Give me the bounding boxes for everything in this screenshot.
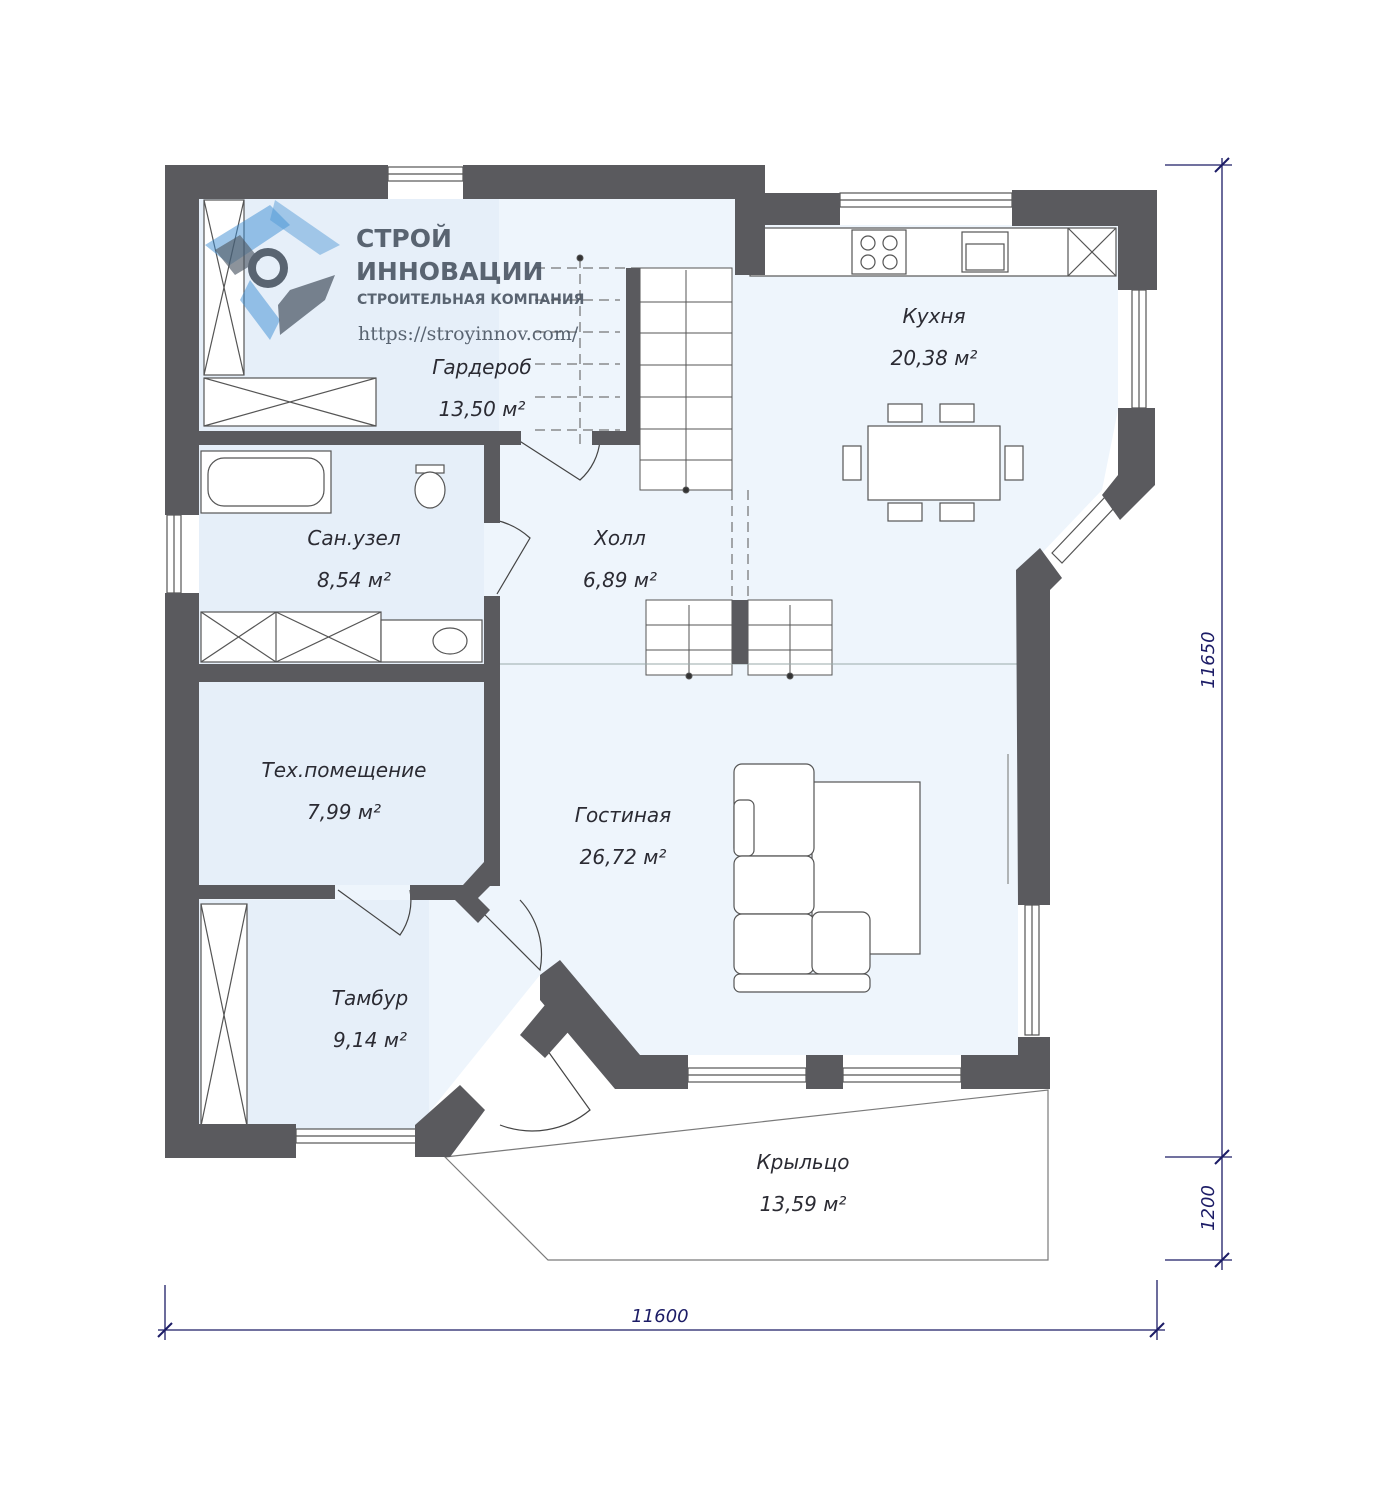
bathroom-area: 8,54 м² <box>317 568 391 592</box>
hob <box>851 229 907 275</box>
hall-area: 6,89 м² <box>583 568 657 592</box>
logo-line1: СТРОЙ <box>356 224 452 253</box>
furniture <box>200 199 1117 1127</box>
dimension-lines <box>157 157 1232 1340</box>
kitchen-name: Кухня <box>903 304 966 328</box>
staircase <box>535 254 833 680</box>
living-name: Гостиная <box>575 803 671 827</box>
hall-name: Холл <box>593 526 646 550</box>
garderob-area: 13,50 м² <box>439 397 526 421</box>
dimension-width: 11600 <box>631 1306 688 1327</box>
windows <box>166 166 1147 1144</box>
living-area: 26,72 м² <box>580 845 667 869</box>
logo-mark <box>205 200 340 340</box>
kitchen-counter <box>749 227 1117 277</box>
garderob-name: Гардероб <box>432 355 532 379</box>
dimension-height: 11650 <box>1198 631 1219 688</box>
dining-table <box>867 425 1001 501</box>
porch-outline <box>443 1089 1049 1261</box>
logo-url[interactable]: https://stroyinnov.com/ <box>358 323 579 345</box>
tech-floor <box>199 682 484 885</box>
porch-area: 13,59 м² <box>760 1192 847 1216</box>
dimension-porch: 1200 <box>1198 1185 1219 1231</box>
washer-counter <box>200 611 382 663</box>
kitchen-area: 20,38 м² <box>891 346 978 370</box>
vestibule-name: Тамбур <box>332 986 408 1010</box>
logo-line2: ИННОВАЦИИ <box>356 257 543 286</box>
tech-area: 7,99 м² <box>307 800 381 824</box>
company-logo: СТРОЙ ИННОВАЦИИ СТРОИТЕЛЬНАЯ КОМПАНИЯ ht… <box>205 200 584 345</box>
room-labels: Гардероб 13,50 м² Кухня 20,38 м² Сан.узе… <box>262 304 978 1216</box>
walls <box>165 165 1157 1158</box>
porch-name: Крыльцо <box>756 1150 849 1174</box>
vestibule-area: 9,14 м² <box>333 1028 407 1052</box>
bathroom-name: Сан.узел <box>307 526 400 550</box>
tech-name: Тех.помещение <box>262 758 427 782</box>
logo-line3: СТРОИТЕЛЬНАЯ КОМПАНИЯ <box>357 292 584 308</box>
